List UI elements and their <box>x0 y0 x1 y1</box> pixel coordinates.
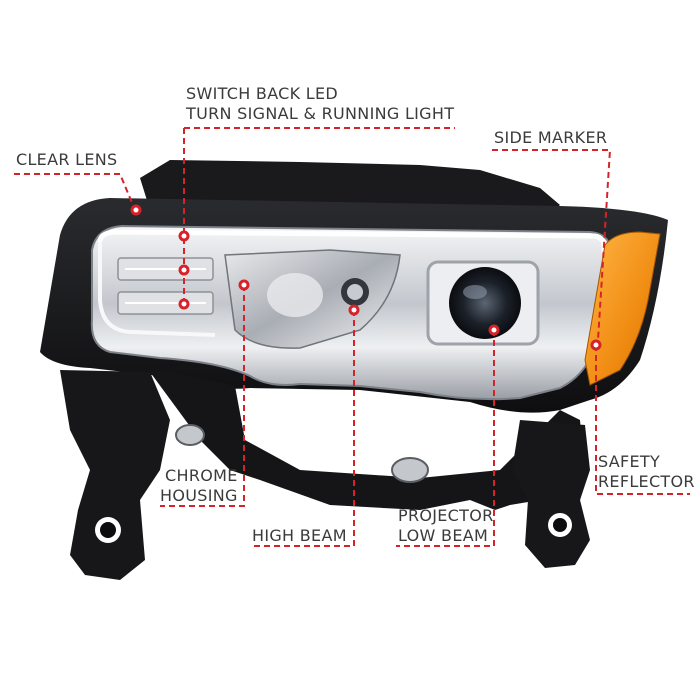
callout-safety-reflector: SAFETY REFLECTOR <box>598 452 695 492</box>
callout-projector-low-beam: PROJECTOR LOW BEAM <box>398 506 494 546</box>
callout-switch-back-led: SWITCH BACK LED TURN SIGNAL & RUNNING LI… <box>186 84 454 124</box>
callout-high-beam: HIGH BEAM <box>252 526 347 546</box>
callout-chrome-housing: CHROME HOUSING <box>160 466 238 506</box>
chrome-housing-line1: CHROME <box>165 466 238 485</box>
chrome-housing-line2: HOUSING <box>160 486 238 505</box>
right-mount <box>512 420 590 568</box>
switch-back-line1: SWITCH BACK LED <box>186 84 339 103</box>
callout-side-marker: SIDE MARKER <box>494 128 607 148</box>
safety-reflector-line1: SAFETY <box>598 452 661 471</box>
projector-line1: PROJECTOR <box>398 506 494 525</box>
callout-clear-lens: CLEAR LENS <box>16 150 118 170</box>
safety-reflector-line2: REFLECTOR <box>598 472 695 491</box>
projector-line2: LOW BEAM <box>398 526 489 545</box>
amber-side-marker <box>584 231 661 386</box>
high-beam-text: HIGH BEAM <box>252 526 347 545</box>
left-mount <box>60 370 170 580</box>
callout-dots <box>130 204 602 351</box>
side-marker-text: SIDE MARKER <box>494 128 608 147</box>
switch-back-line2: TURN SIGNAL & RUNNING LIGHT <box>186 104 455 123</box>
lower-housing <box>150 371 585 525</box>
callout-lines <box>14 127 690 547</box>
projector-lens <box>449 267 521 339</box>
clear-lens-text: CLEAR LENS <box>16 150 118 169</box>
